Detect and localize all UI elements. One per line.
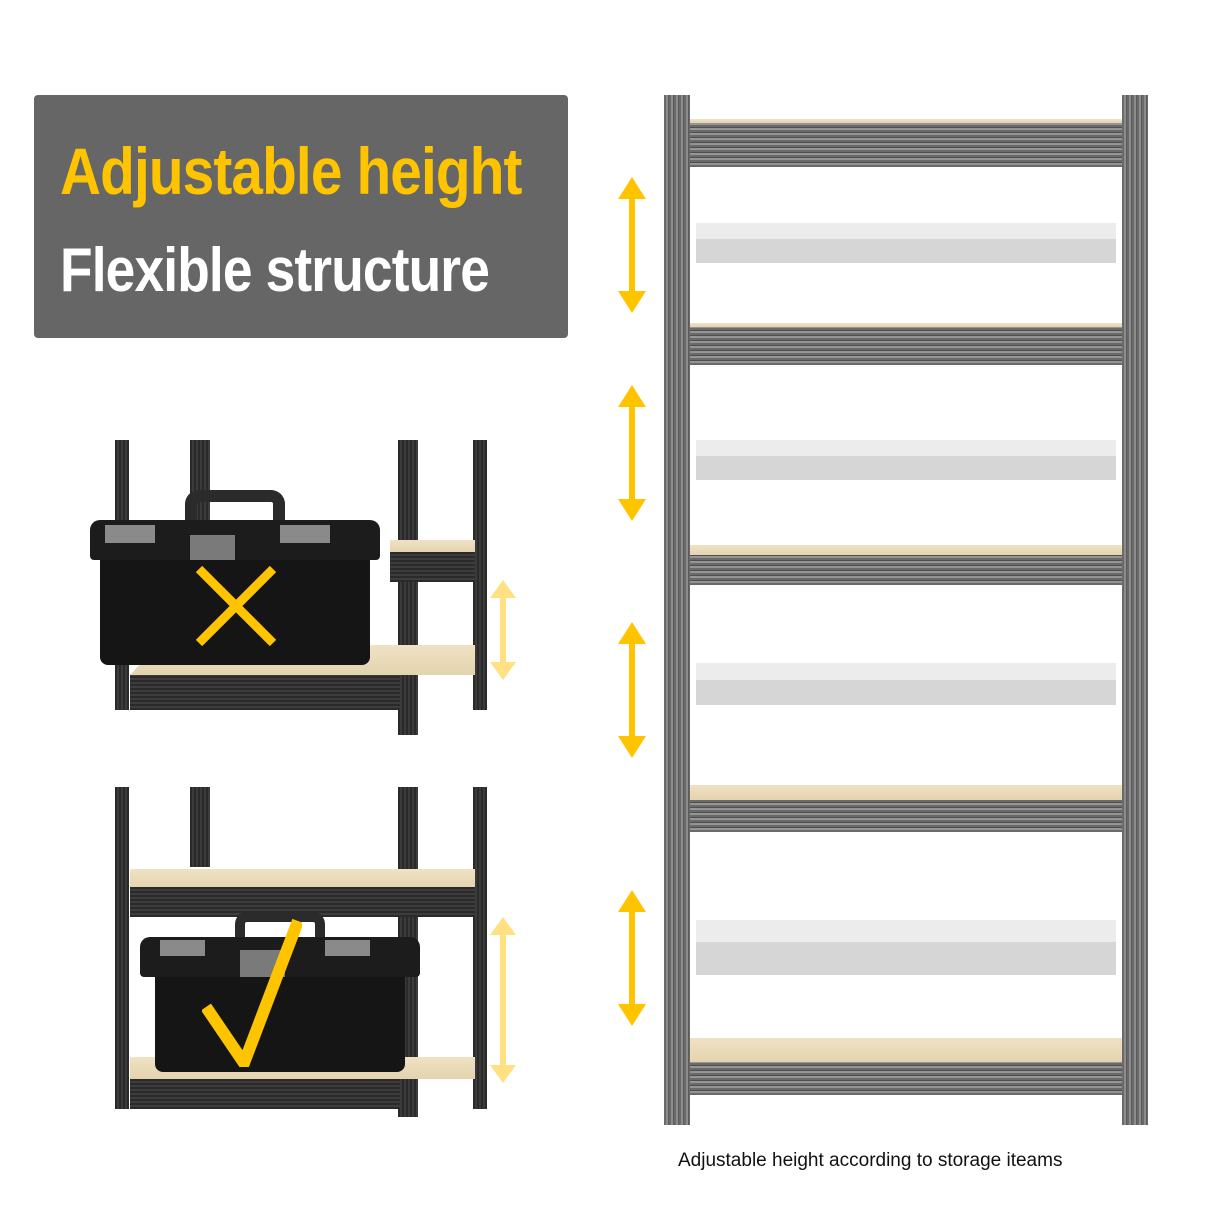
double-arrow-icon bbox=[618, 622, 646, 758]
shelf-board bbox=[690, 323, 1122, 327]
rack-post bbox=[398, 440, 418, 735]
shelf-board bbox=[690, 785, 1122, 800]
ghost-shelf bbox=[696, 223, 1116, 263]
double-arrow-icon bbox=[490, 917, 516, 1083]
rack-post bbox=[473, 440, 487, 710]
toolbox bbox=[140, 912, 420, 1072]
shelf-beam bbox=[690, 327, 1122, 365]
ghost-shelf bbox=[696, 440, 1116, 480]
shelf-beam bbox=[690, 123, 1122, 167]
shelf-board bbox=[690, 119, 1122, 123]
banner-subheadline: Flexible structure bbox=[60, 236, 490, 305]
rack-post bbox=[473, 787, 487, 1109]
toolbox bbox=[90, 490, 380, 665]
shelf-board bbox=[390, 540, 475, 552]
shelf-beam bbox=[690, 555, 1122, 585]
feature-banner: Adjustable height Flexible structure bbox=[34, 95, 568, 338]
rack-post-right bbox=[1122, 95, 1148, 1125]
shelf-board bbox=[690, 1038, 1122, 1062]
double-arrow-icon bbox=[618, 890, 646, 1026]
double-arrow-icon bbox=[490, 580, 516, 680]
double-arrow-icon bbox=[618, 177, 646, 313]
example-rack-too-low bbox=[90, 440, 516, 740]
cross-icon bbox=[195, 565, 277, 647]
shelf-beam bbox=[130, 675, 400, 710]
shelf-beam bbox=[390, 552, 475, 582]
rack-post bbox=[115, 787, 129, 1109]
shelf-board bbox=[690, 545, 1122, 555]
caption: Adjustable height according to storage i… bbox=[678, 1150, 1063, 1171]
example-rack-adjusted bbox=[110, 787, 516, 1117]
banner-headline: Adjustable height bbox=[60, 134, 522, 208]
rack-post-left bbox=[664, 95, 690, 1125]
shelf-beam bbox=[690, 1062, 1122, 1095]
rack-post bbox=[190, 787, 210, 867]
shelf-beam bbox=[690, 800, 1122, 832]
check-icon bbox=[202, 918, 302, 1067]
shelf-board bbox=[130, 869, 475, 889]
main-rack bbox=[664, 95, 1154, 1125]
double-arrow-icon bbox=[618, 385, 646, 521]
ghost-shelf bbox=[696, 663, 1116, 705]
shelf-beam bbox=[130, 1079, 400, 1109]
ghost-shelf bbox=[696, 920, 1116, 975]
